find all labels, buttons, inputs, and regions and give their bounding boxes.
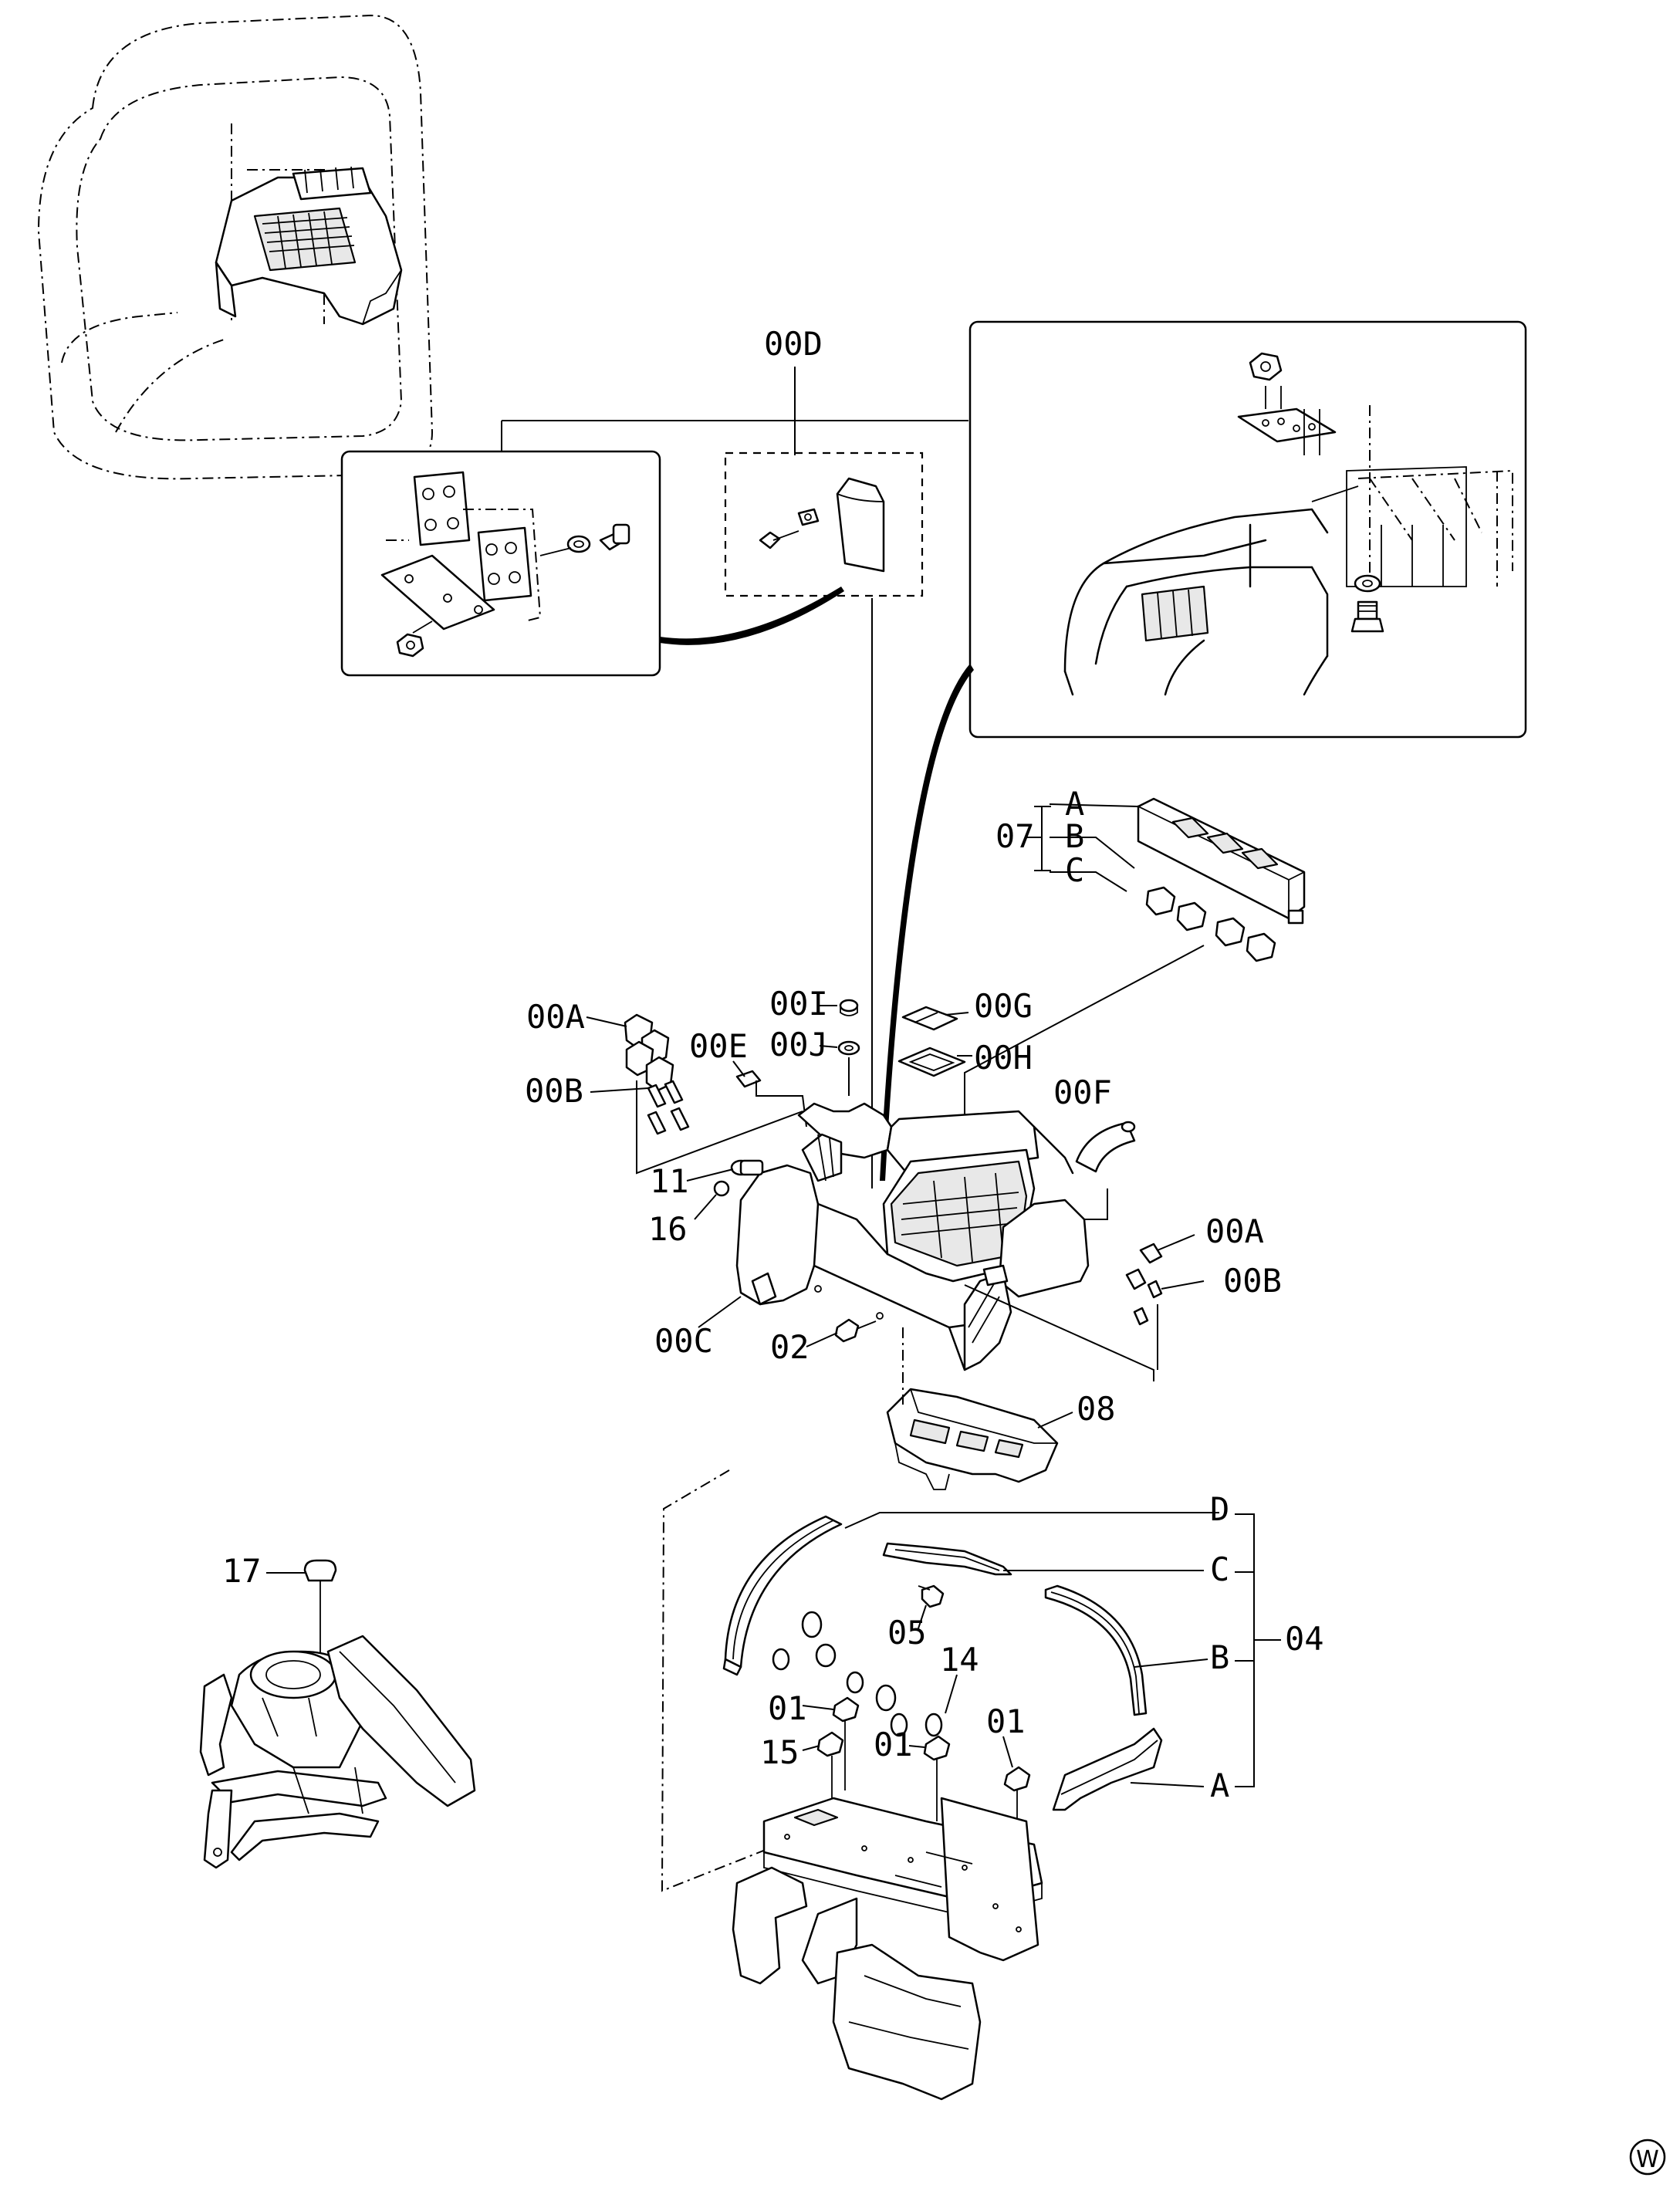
label-11: 11 xyxy=(650,1162,689,1200)
label-04c: C xyxy=(1210,1550,1229,1588)
part-05-clip xyxy=(918,1584,945,1629)
label-04a: A xyxy=(1210,1767,1229,1804)
part-00h xyxy=(897,1046,972,1077)
inset-bracket-detail xyxy=(340,450,661,677)
label-00g: 00G xyxy=(974,987,1033,1025)
label-04: 04 xyxy=(1285,1620,1324,1658)
label-16: 16 xyxy=(648,1210,688,1248)
part-00e xyxy=(732,1060,807,1128)
label-15: 15 xyxy=(760,1733,799,1771)
label-17: 17 xyxy=(222,1552,262,1590)
label-02: 02 xyxy=(770,1328,810,1366)
part-01-bolt-a xyxy=(802,1696,860,1790)
label-07a: A xyxy=(1065,785,1084,823)
label-00a-left: 00A xyxy=(526,998,585,1036)
inset-connector-right xyxy=(880,664,974,1181)
label-01c: 01 xyxy=(986,1702,1026,1740)
alignment-line-left xyxy=(661,1469,819,1892)
label-01b: 01 xyxy=(874,1726,913,1763)
label-04b: B xyxy=(1210,1638,1229,1676)
part-11 xyxy=(686,1159,764,1182)
part-00i xyxy=(820,999,859,1016)
inset-connector-left xyxy=(660,587,844,645)
part-04-trim-set xyxy=(722,1512,1219,1811)
part-00f xyxy=(1075,1121,1136,1220)
bracket-04 xyxy=(1235,1513,1281,1787)
label-08: 08 xyxy=(1077,1390,1116,1428)
label-14: 14 xyxy=(940,1641,979,1679)
inset-00d-detail xyxy=(724,451,924,597)
part-01-bolt-b xyxy=(908,1735,951,1821)
label-00e: 00E xyxy=(689,1027,748,1065)
corner-mark-letter: W xyxy=(1636,2146,1659,2173)
label-00c: 00C xyxy=(654,1322,713,1360)
part-00a-right xyxy=(1125,1234,1195,1290)
leader-07-to-console xyxy=(964,945,1205,1119)
label-04d: D xyxy=(1210,1490,1229,1528)
part-02-bolt xyxy=(806,1318,877,1347)
part-16 xyxy=(694,1180,730,1220)
clips-group xyxy=(772,1611,958,1737)
label-00i: 00I xyxy=(769,985,828,1023)
part-00a-left xyxy=(586,1013,674,1092)
callout-00d: 00D xyxy=(501,325,968,455)
main-console-assembly xyxy=(735,1102,1154,1381)
label-00j: 00J xyxy=(769,1026,828,1063)
label-00h: 00H xyxy=(974,1039,1033,1077)
part-07-switch-panel xyxy=(1026,797,1306,962)
label-05: 05 xyxy=(887,1614,927,1652)
label-00b-right: 00B xyxy=(1223,1262,1282,1300)
label-07b: B xyxy=(1065,817,1084,855)
label-07: 07 xyxy=(995,817,1035,855)
label-07c: C xyxy=(1065,851,1084,889)
part-00b-right xyxy=(1133,1280,1205,1370)
inset-console-detail xyxy=(968,320,1527,739)
label-00b-left: 00B xyxy=(525,1072,583,1110)
part-00b-left xyxy=(590,1080,803,1175)
part-08-bracket xyxy=(886,1388,1073,1490)
label-00f: 00F xyxy=(1053,1074,1112,1111)
cab-overview-illustration xyxy=(37,14,434,480)
leader-00c xyxy=(698,1296,742,1328)
part-00g xyxy=(901,1006,969,1031)
base-frame xyxy=(732,1797,1043,2101)
label-00d: 00D xyxy=(764,325,823,363)
label-01a: 01 xyxy=(768,1689,807,1727)
part-17-control-unit xyxy=(199,1559,476,1869)
label-00a-right: 00A xyxy=(1205,1212,1264,1250)
corner-mark: W xyxy=(1629,2139,1666,2176)
part-00j xyxy=(819,1040,860,1096)
